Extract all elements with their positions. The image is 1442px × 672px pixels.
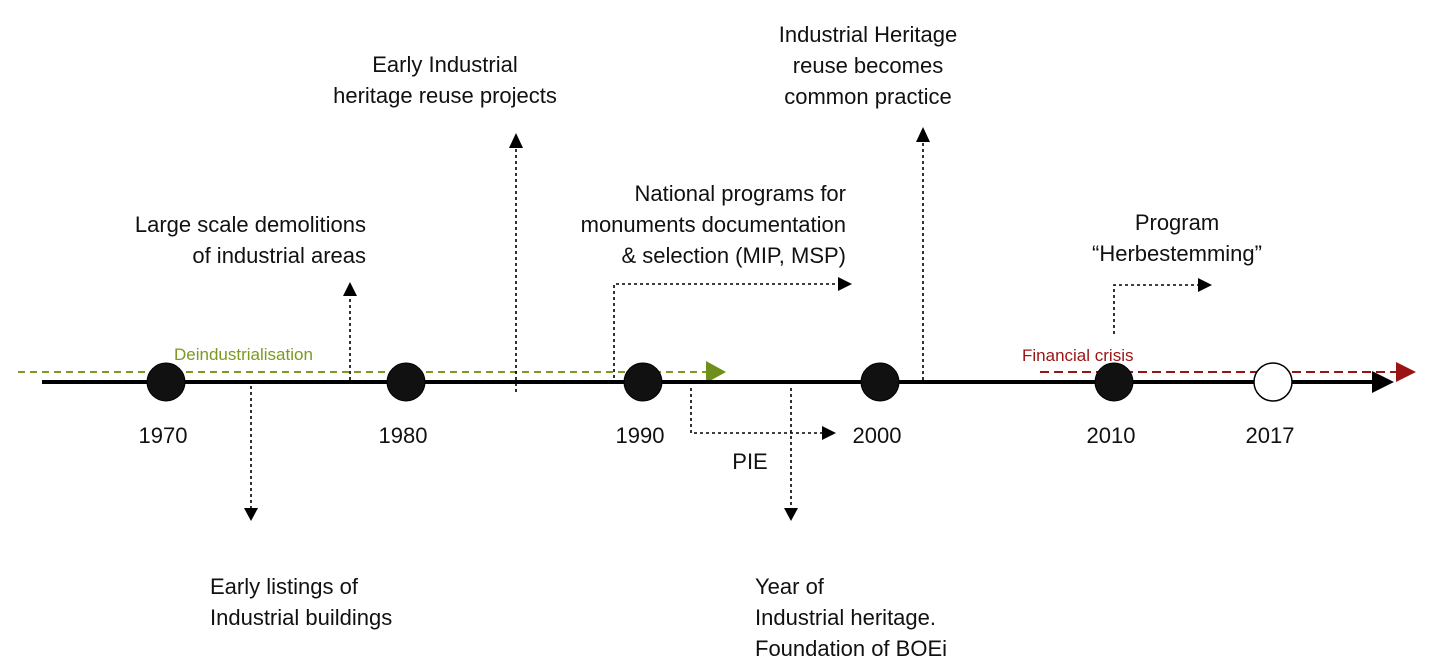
herbestemming-connector (1113, 284, 1198, 334)
event-early-listings: Early listings of Industrial buildings (210, 574, 393, 630)
pie-arrowhead (822, 426, 836, 440)
reuse-common-practice-arrowhead (916, 127, 930, 142)
year-label-1980: 1980 (378, 423, 428, 448)
year-marker-2017 (1253, 362, 1293, 402)
financial-crisis-label: Financial crisis (1022, 346, 1134, 365)
event-program-herbestemming: Program “Herbestemming” (1092, 210, 1262, 266)
herbestemming-arrowhead (1198, 278, 1212, 292)
deindustrialisation-label: Deindustrialisation (174, 345, 313, 364)
event-reuse-common-practice: Industrial Heritage reuse becomes common… (778, 22, 958, 109)
event-early-reuse-projects: Early Industrial heritage reuse projects (333, 52, 557, 108)
deindustrialisation-arrowhead (706, 361, 726, 383)
year-marker-1990 (623, 362, 663, 402)
year-marker-2010 (1094, 362, 1134, 402)
national-programs-arrowhead (838, 277, 852, 291)
event-year-of-industrial-heritage: Year of Industrial heritage. Foundation … (755, 574, 948, 661)
pie-connector (690, 388, 822, 434)
event-large-scale-demolitions: Large scale demolitions of industrial ar… (134, 212, 366, 268)
early-reuse-arrowhead (509, 133, 523, 148)
year-label-2017: 2017 (1245, 423, 1295, 448)
year-label-2000: 2000 (852, 423, 902, 448)
year-marker-1980 (386, 362, 426, 402)
year-label-1990: 1990 (615, 423, 665, 448)
year-label-2010: 2010 (1086, 423, 1136, 448)
event-national-programs: National programs for monuments document… (580, 181, 846, 268)
event-pie: PIE (732, 449, 768, 474)
year-of-heritage-arrowhead (784, 508, 798, 521)
timeline-axis-arrowhead (1372, 371, 1394, 393)
year-label-1970: 1970 (138, 423, 188, 448)
early-listings-arrowhead (244, 508, 258, 521)
financial-crisis-arrowhead (1396, 362, 1416, 382)
year-marker-2000 (860, 362, 900, 402)
national-programs-connector (613, 283, 838, 378)
demolitions-arrowhead (343, 282, 357, 296)
year-marker-1970 (146, 362, 186, 402)
